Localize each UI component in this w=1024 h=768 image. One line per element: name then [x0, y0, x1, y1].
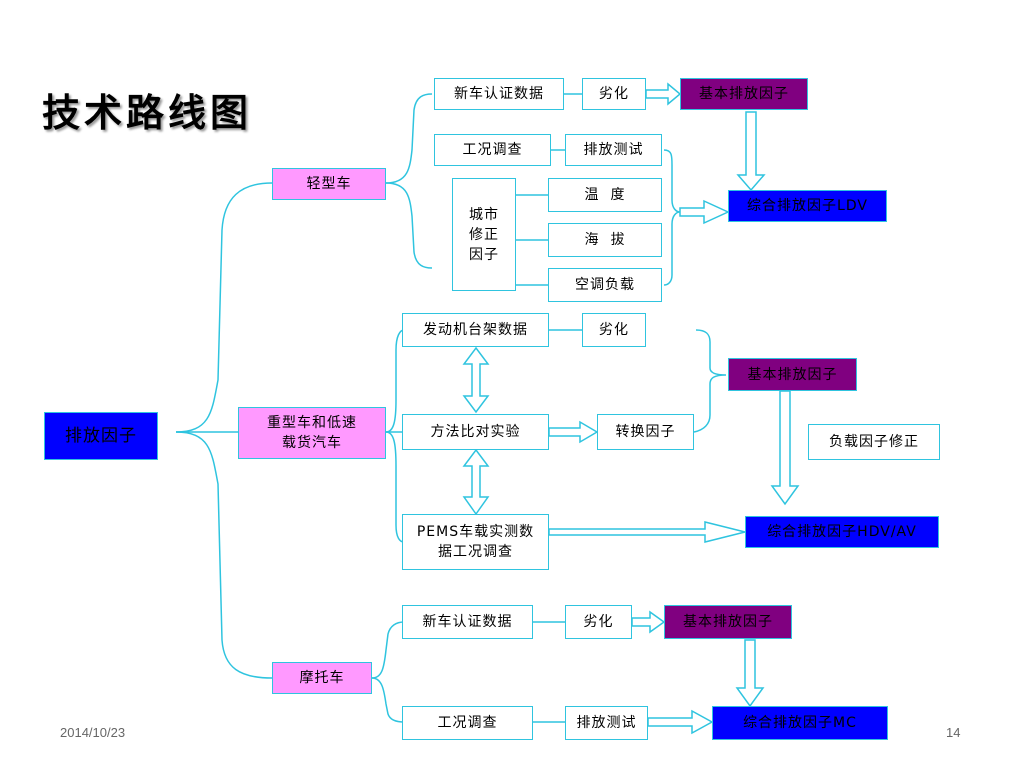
node-heavy-vehicle: 重型车和低速 载货汽车 [238, 407, 386, 459]
node-l-composite-factor: 综合排放因子LDV [728, 190, 887, 222]
node-m-condition-survey: 工况调查 [402, 706, 533, 740]
footer-date: 2014/10/23 [60, 725, 126, 740]
node-l-condition-survey: 工况调查 [434, 134, 551, 166]
node-h-engine-bench-data: 发动机台架数据 [402, 313, 549, 347]
node-l-new-cert-data: 新车认证数据 [434, 78, 564, 110]
arrow-m-comp [647, 709, 714, 735]
node-l-temperature: 温 度 [548, 178, 662, 212]
bracket-light-right [663, 149, 681, 286]
node-h-method-comparison: 方法比对实验 [402, 414, 549, 450]
node-m-new-cert-data: 新车认证数据 [402, 605, 533, 639]
node-l-degradation: 劣化 [582, 78, 646, 110]
node-m-composite-factor: 综合排放因子MC [712, 706, 888, 740]
brace-moto-down [371, 677, 405, 723]
node-light-vehicle: 轻型车 [272, 168, 386, 200]
brace-heavy-up [385, 329, 405, 433]
arrow-h-pems-comp [548, 521, 746, 543]
page-title: 技术路线图 [42, 90, 253, 135]
arrow-m-base-comp [735, 639, 765, 708]
node-l-ac-load: 空调负载 [548, 268, 662, 302]
node-m-emission-test: 排放测试 [565, 706, 648, 740]
node-l-altitude: 海 拔 [548, 223, 662, 257]
node-emission-factor: 排放因子 [44, 412, 158, 460]
node-h-load-correction: 负载因子修正 [808, 424, 940, 460]
node-h-composite-factor: 综合排放因子HDV/AV [745, 516, 939, 548]
arrow-h-method-conv [548, 420, 599, 444]
node-m-base-factor: 基本排放因子 [664, 605, 792, 639]
brace-heavy-down [385, 431, 405, 543]
brace-light-down [385, 182, 433, 269]
brace-to-moto [175, 431, 273, 679]
arrow-h-base-comp [770, 390, 800, 506]
footer-page-number: 14 [946, 725, 961, 740]
node-h-conversion-factor: 转换因子 [597, 414, 694, 450]
node-h-base-factor: 基本排放因子 [728, 358, 857, 391]
arrow-l-deg-base [645, 82, 682, 106]
arrow-l-base-comp [736, 111, 766, 192]
double-arrow-upper [462, 346, 490, 414]
node-m-degradation: 劣化 [565, 605, 632, 639]
node-l-emission-test: 排放测试 [565, 134, 662, 166]
double-arrow-lower [462, 448, 490, 516]
node-h-pems-data: PEMS车载实测数 据工况调查 [402, 514, 549, 570]
node-l-base-factor: 基本排放因子 [680, 78, 808, 110]
node-l-city-factor: 城市 修正 因子 [452, 178, 516, 291]
brace-light-up [385, 93, 433, 184]
arrow-m-deg-base [631, 610, 666, 634]
brace-moto-up [371, 621, 405, 679]
brace-to-light [175, 182, 273, 433]
node-h-degradation: 劣化 [582, 313, 646, 347]
node-motorcycle: 摩托车 [272, 662, 372, 694]
bracket-heavy-right [693, 329, 727, 433]
arrow-l-comp [679, 199, 730, 225]
